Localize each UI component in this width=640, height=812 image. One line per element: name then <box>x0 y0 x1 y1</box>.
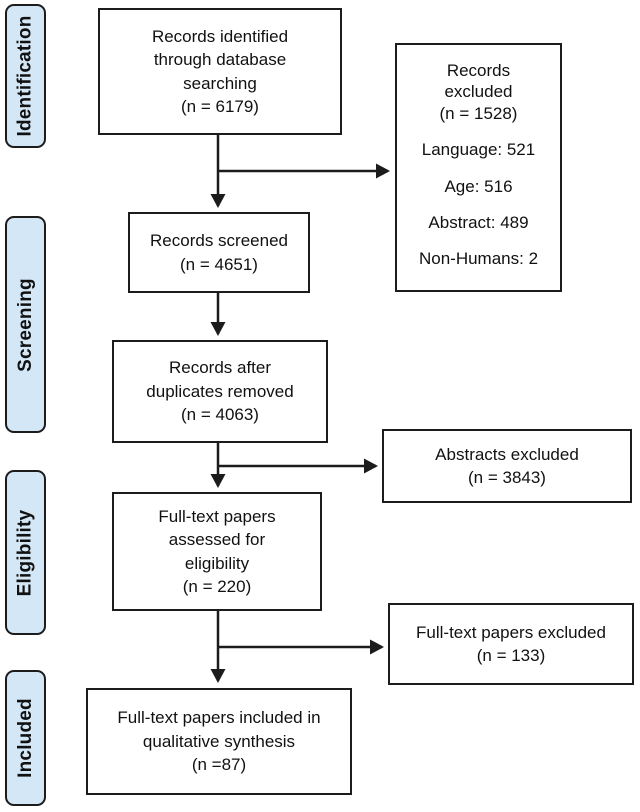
stage-label-included-text: Included <box>14 698 36 778</box>
box-duplicates-removed-text: Records after duplicates removed (n = 40… <box>146 358 294 425</box>
box-records-excluded: Records excluded (n = 1528) Language: 52… <box>395 43 562 292</box>
box-abstracts-excluded-text: Abstracts excluded (n = 3843) <box>435 444 579 487</box>
exclusion-reason-non-humans: Non-Humans: 2 <box>418 249 539 269</box>
box-records-excluded-header: Records excluded (n = 1528) <box>439 61 518 123</box>
stage-label-eligibility: Eligibility <box>5 470 46 635</box>
exclusion-reason-abstract: Abstract: 489 <box>428 213 529 232</box>
box-records-identified-text: Records identified through database sear… <box>151 26 289 116</box>
box-records-screened: Records screened (n = 4651) <box>128 212 310 293</box>
box-duplicates-removed: Records after duplicates removed (n = 40… <box>112 340 328 443</box>
exclusion-reason-age: Age: 516 <box>444 176 513 196</box>
box-fulltext-assessed: Full-text papers assessed for eligibilit… <box>112 492 322 611</box>
box-records-screened-text: Records screened (n = 4651) <box>150 231 288 274</box>
box-fulltext-excluded: Full-text papers excluded (n = 133) <box>388 603 634 685</box>
stage-label-screening-text: Screening <box>14 277 36 372</box>
stage-label-eligibility-text: Eligibility <box>14 509 36 596</box>
stage-label-identification-text: Identification <box>14 15 36 137</box>
stage-label-included: Included <box>5 670 46 806</box>
box-fulltext-included: Full-text papers included in qualitative… <box>86 688 352 795</box>
box-fulltext-included-text: Full-text papers included in qualitative… <box>117 708 321 775</box>
box-fulltext-excluded-text: Full-text papers excluded (n = 133) <box>416 622 606 665</box>
box-fulltext-assessed-text: Full-text papers assessed for eligibilit… <box>158 506 276 596</box>
stage-label-identification: Identification <box>5 4 46 148</box>
exclusion-reason-language: Language: 521 <box>421 140 536 160</box>
box-abstracts-excluded: Abstracts excluded (n = 3843) <box>382 429 632 503</box>
box-records-identified: Records identified through database sear… <box>98 8 342 135</box>
stage-label-screening: Screening <box>5 216 46 433</box>
